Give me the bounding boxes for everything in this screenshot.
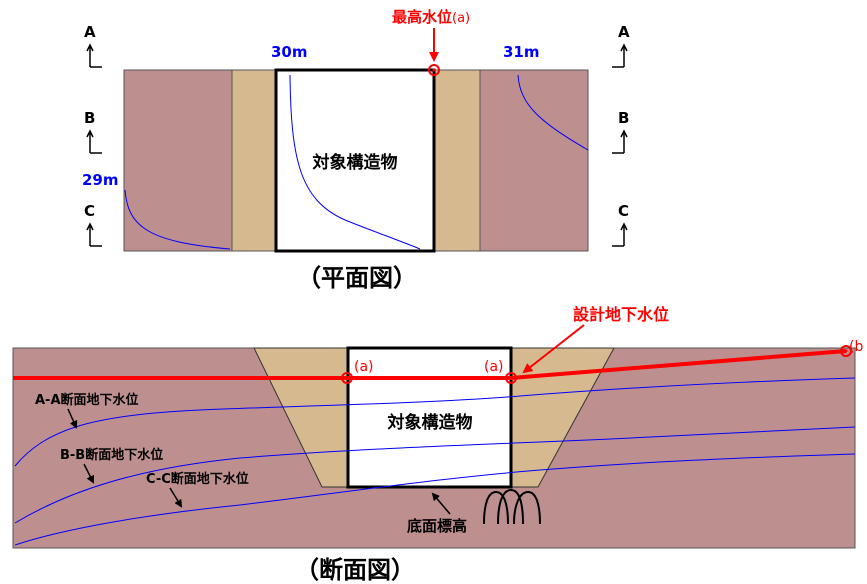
plan-ground-left xyxy=(123,69,233,252)
bb-groundwater-line xyxy=(14,426,856,524)
section-marker-b-left-arrow xyxy=(86,129,102,154)
bottom-elevation-label: 底面標高 xyxy=(407,517,467,535)
section-marker-b-left-label: B xyxy=(84,109,95,127)
section-point-b-dot xyxy=(844,349,848,353)
design-groundwater-line xyxy=(13,349,847,380)
section-marker-a-right-arrow xyxy=(612,43,628,68)
plan-point-a-marker xyxy=(428,64,440,76)
section-point-b xyxy=(840,345,852,357)
cc-groundwater-label: C-C断面地下水位 xyxy=(146,471,249,487)
plan-point-a-dot xyxy=(432,68,436,72)
aa-groundwater-line xyxy=(14,377,856,467)
contour-label-31m: 31m xyxy=(503,43,540,61)
section-point-a-left-label: (a) xyxy=(354,359,374,375)
section-marker-a-left-arrow xyxy=(86,43,102,68)
section-marker-c-right: C xyxy=(612,202,629,247)
plan-ground-right xyxy=(479,69,589,252)
bb-groundwater-label: B-B断面地下水位 xyxy=(60,447,163,463)
aa-groundwater-label: A-A断面地下水位 xyxy=(35,392,139,408)
contour-label-29m: 29m xyxy=(82,171,119,189)
section-view: (a) (a) (b 設計地下水位 対象構造物 A-A断面地下水位 B-B断面地… xyxy=(12,305,863,584)
plan-backfill-left xyxy=(231,69,277,252)
plan-structure xyxy=(274,68,436,253)
max-water-level-point: (a) xyxy=(452,11,470,26)
section-structure-label: 対象構造物 xyxy=(387,412,473,433)
section-marker-b-right-label: B xyxy=(618,109,629,127)
cc-groundwater-line xyxy=(14,453,856,546)
design-groundwater-label: 設計地下水位 xyxy=(573,305,669,324)
plan-backfill-right xyxy=(433,69,481,252)
section-point-b-label: (b xyxy=(849,339,863,355)
section-marker-c-left-label: C xyxy=(84,202,95,220)
section-marker-c-right-label: C xyxy=(618,202,629,220)
section-caption: （断面図） xyxy=(295,556,415,584)
aa-groundwater-arrow xyxy=(67,408,78,429)
section-point-a-right-dot xyxy=(509,376,513,380)
plan-structure-label: 対象構造物 xyxy=(312,152,398,173)
section-marker-b-right: B xyxy=(612,109,629,154)
contour-31m xyxy=(517,74,589,151)
max-water-level-label: 最高水位(a) xyxy=(392,8,470,26)
section-marker-a-left: A xyxy=(84,23,102,68)
section-point-a-left-dot xyxy=(345,376,349,380)
section-point-a-right-label: (a) xyxy=(484,359,504,375)
section-marker-a-right-label: A xyxy=(618,23,630,41)
section-point-a-left xyxy=(341,372,353,384)
bottom-elevation-arrow xyxy=(431,492,451,515)
bb-groundwater-arrow xyxy=(83,463,94,484)
section-marker-c-left-arrow xyxy=(86,222,102,247)
cc-groundwater-arrow xyxy=(169,487,183,508)
section-point-a-right xyxy=(505,372,517,384)
section-marker-b-left: B xyxy=(84,109,102,154)
section-marker-c-left: C xyxy=(84,202,102,247)
upwelling-symbol xyxy=(483,488,541,525)
section-marker-a-left-label: A xyxy=(84,23,96,41)
plan-view: 29m 30m 31m 対象構造物 最高水位(a) A B C A B xyxy=(82,8,630,292)
section-marker-b-right-arrow xyxy=(612,129,628,154)
contour-30m xyxy=(289,74,421,250)
contour-29m xyxy=(124,189,231,250)
design-groundwater-arrow xyxy=(522,324,585,374)
section-structure xyxy=(346,346,513,489)
max-water-level-text: 最高水位 xyxy=(392,8,452,26)
section-marker-c-right-arrow xyxy=(612,222,628,247)
contour-label-30m: 30m xyxy=(271,43,308,61)
section-marker-a-right: A xyxy=(612,23,630,68)
plan-caption: （平面図） xyxy=(297,264,417,292)
